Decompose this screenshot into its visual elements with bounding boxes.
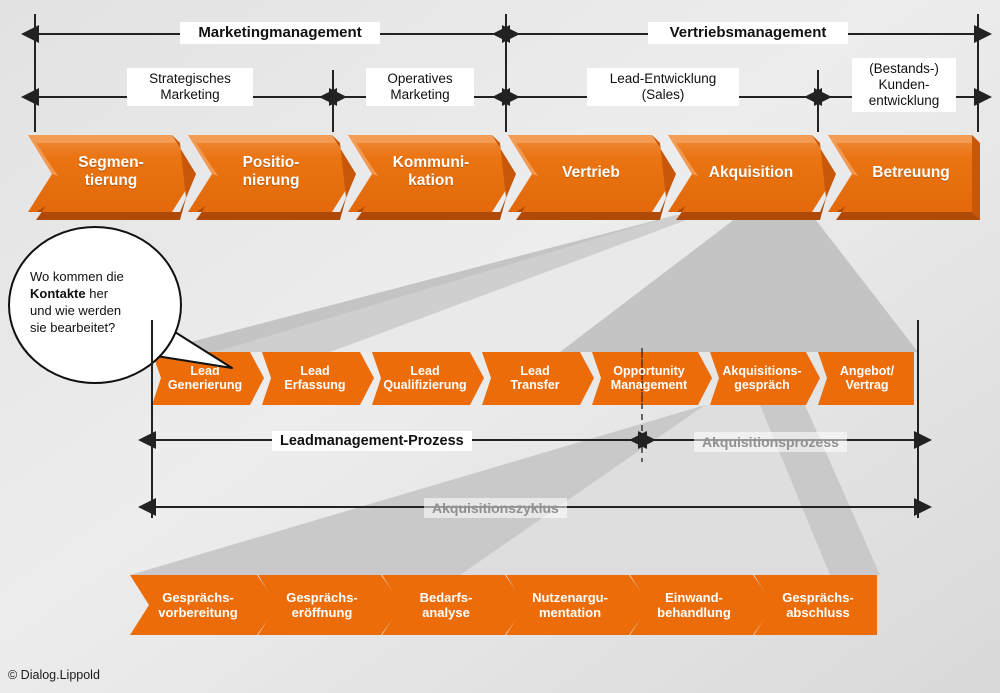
speech-bubble-text: Wo kommen die Kontakte her und wie werde… (30, 268, 180, 336)
row2-chevron-2[interactable] (262, 352, 374, 405)
row1-chevron-4[interactable] (508, 135, 676, 220)
row2-chevron-1[interactable] (152, 352, 264, 405)
row3-chevron-4[interactable] (506, 575, 650, 635)
row1-chevron-5[interactable] (668, 135, 836, 220)
bracket-label-vertriebsmanagement: Vertriebsmanagement (648, 22, 848, 44)
row3-chevron-5[interactable] (630, 575, 774, 635)
process-label-akquisitionsprozess: Akquisitionsprozess (694, 432, 847, 452)
bubble-line-1: Wo kommen die (30, 269, 124, 284)
row2-chevron-4[interactable] (482, 352, 594, 405)
row2-chevron-3[interactable] (372, 352, 484, 405)
bubble-line-3: und wie werden (30, 303, 122, 318)
row3-chevron-2[interactable] (258, 575, 402, 635)
funnel-upper-highlight2 (215, 215, 700, 352)
bracket-label-bestandskundenentwicklung: (Bestands-) Kunden- entwicklung (852, 58, 956, 112)
process-label-leadmanagement: Leadmanagement-Prozess (272, 431, 472, 451)
bracket-label-marketingmanagement: Marketingmanagement (180, 22, 380, 44)
row1-chevron-3[interactable] (348, 135, 516, 220)
process-label-akquisitionszyklus: Akquisitionszyklus (424, 498, 567, 518)
row1-chevron-6[interactable] (828, 135, 980, 220)
bracket-label-strategisches-marketing: Strategisches Marketing (127, 68, 253, 106)
bracket-label-lead-entwicklung: Lead-Entwicklung (Sales) (587, 68, 739, 106)
bubble-line-4: sie bearbeitet? (30, 320, 116, 335)
row1-chevron-2[interactable] (188, 135, 356, 220)
bubble-bold-word: Kontakte (30, 286, 86, 301)
bracket-label-operatives-marketing: Operatives Marketing (366, 68, 474, 106)
row1-chevron-1[interactable] (28, 135, 196, 220)
row2-chevron-5[interactable] (592, 352, 712, 405)
row3-chevron-3[interactable] (382, 575, 526, 635)
row2-chevron-6[interactable] (710, 352, 820, 405)
row3-chevron-1[interactable] (130, 575, 278, 635)
speech-bubble-body (8, 226, 182, 384)
row3-chevron-6[interactable] (754, 575, 877, 635)
copyright-text: © Dialog.Lippold (8, 668, 100, 682)
row2-chevron-7[interactable] (818, 352, 914, 405)
bubble-line-2-rest: her (85, 286, 109, 301)
